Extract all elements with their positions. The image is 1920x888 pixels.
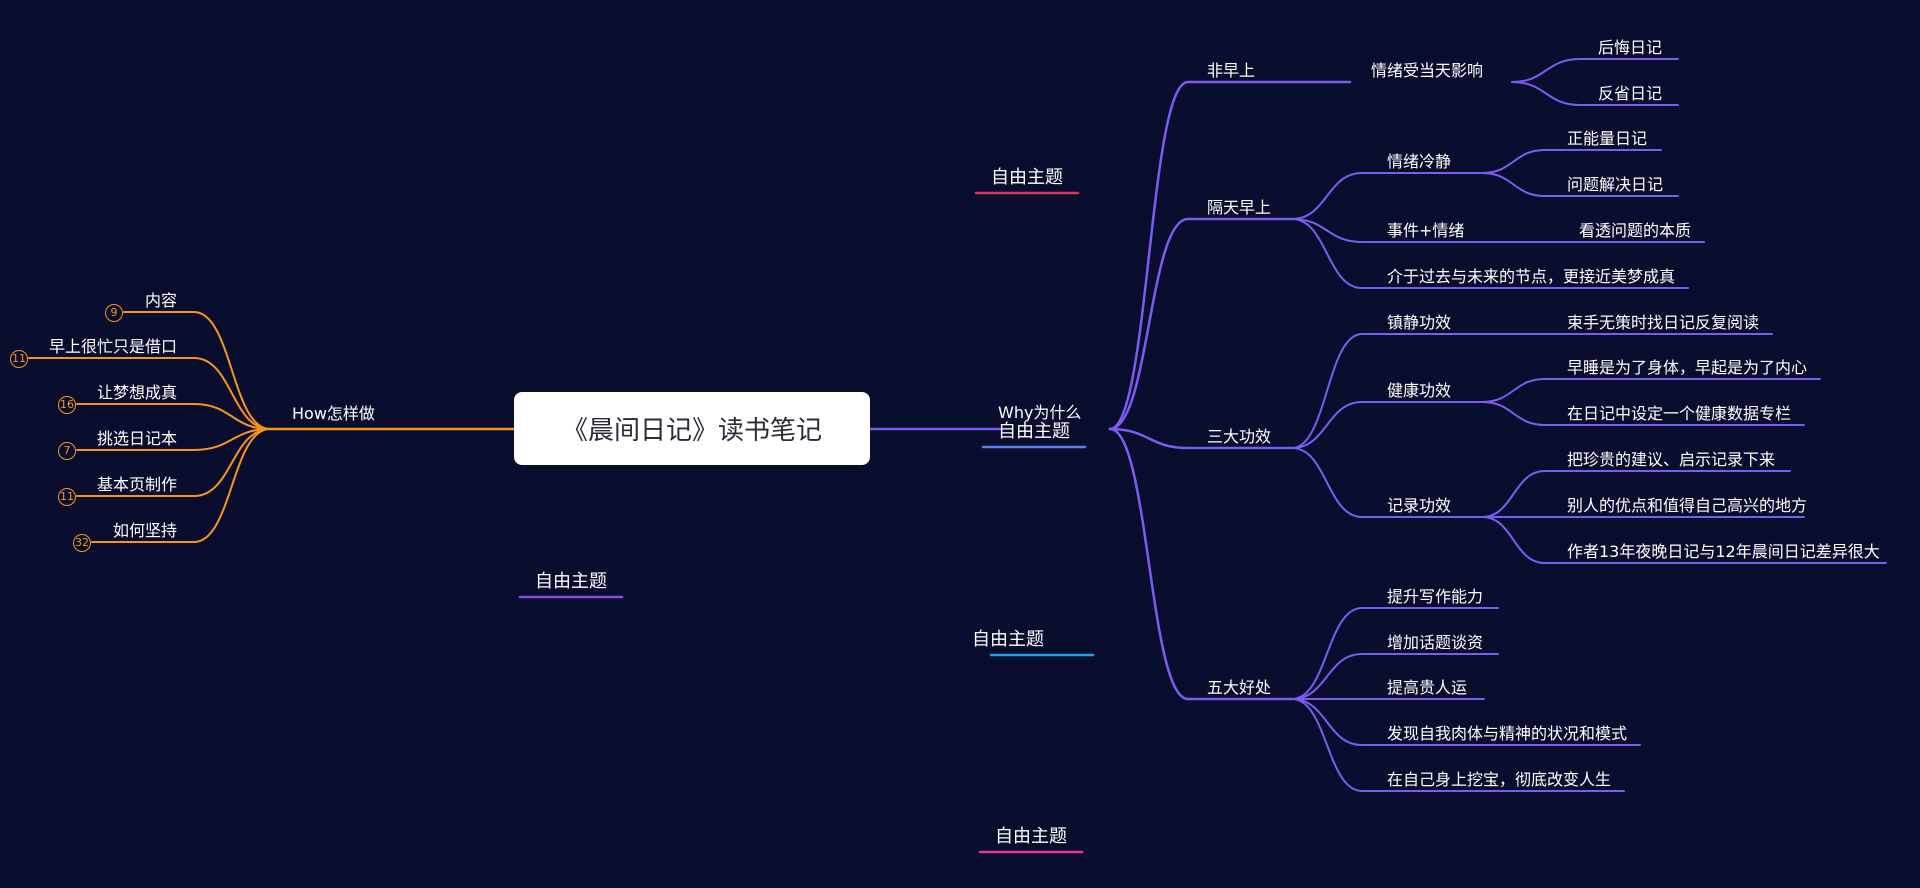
connector-line (1291, 333, 1773, 449)
connector-line (1291, 218, 1705, 243)
free-topic[interactable]: 自由主题 (535, 571, 607, 592)
topic-reflect-diary[interactable]: 反省日记 (1598, 84, 1663, 103)
topic-others-merits[interactable]: 别人的优点和值得自己高兴的地方 (1567, 496, 1808, 515)
connector-line (1108, 427, 1294, 450)
topic-author-difference[interactable]: 作者13年夜晚日记与12年晨间日记差异很大 (1567, 542, 1880, 561)
connector-line (1291, 653, 1499, 700)
topic-self-discovery[interactable]: 发现自我肉体与精神的状况和模式 (1387, 724, 1628, 743)
connector-line (76, 428, 271, 497)
topic-problem-diary[interactable]: 问题解决日记 (1567, 175, 1664, 194)
connector-line (1481, 378, 1821, 403)
topic-writing-ability[interactable]: 提升写作能力 (1387, 587, 1484, 606)
topic-reread-diary[interactable]: 束手无策时找日记反复阅读 (1567, 313, 1760, 332)
topic-how[interactable]: How怎样做 (292, 404, 375, 423)
count-badge[interactable]: 11 (58, 488, 76, 506)
topic-calming-effect[interactable]: 镇静功效 (1387, 313, 1452, 332)
topic-see-essence[interactable]: 看透问题的本质 (1579, 221, 1692, 240)
connector-line (123, 311, 271, 430)
connector-line (1481, 470, 1791, 518)
connector-line (1481, 516, 1887, 564)
connector-line (91, 428, 271, 543)
topic-positive-diary[interactable]: 正能量日记 (1567, 129, 1648, 148)
topic-not-morning[interactable]: 非早上 (1207, 61, 1256, 80)
count-badge[interactable]: 16 (58, 396, 76, 414)
count-badge[interactable]: 7 (58, 442, 76, 460)
connector-line (1481, 401, 1805, 426)
connector-line (76, 403, 271, 430)
topic-basic-page[interactable]: 基本页制作 (96, 475, 177, 494)
root-topic[interactable]: 《晨间日记》读书笔记 (514, 392, 870, 465)
connector-line (1108, 217, 1294, 431)
connector-line (1291, 607, 1499, 700)
topic-next-morning[interactable]: 隔天早上 (1207, 198, 1272, 217)
connector-line (1291, 698, 1641, 746)
topic-content[interactable]: 内容 (144, 291, 177, 310)
connector-line (28, 357, 271, 430)
connector-line (1511, 81, 1679, 106)
connector-line (1108, 80, 1352, 431)
connector-line (1511, 58, 1679, 83)
free-topic[interactable]: 自由主题 (972, 629, 1044, 650)
topic-regret-diary[interactable]: 后悔日记 (1598, 38, 1663, 57)
topic-three-effects[interactable]: 三大功效 (1207, 427, 1272, 446)
count-badge[interactable]: 9 (105, 304, 123, 322)
free-topic[interactable]: 自由主题 (991, 167, 1063, 188)
topic-emotion-affected[interactable]: 情绪受当天影响 (1371, 61, 1484, 80)
topic-lucky-mentor[interactable]: 提高贵人运 (1387, 678, 1468, 697)
connector-line (1481, 149, 1662, 174)
connector-line (1108, 427, 1294, 701)
topic-change-life[interactable]: 在自己身上挖宝，彻底改变人生 (1387, 770, 1612, 789)
connector-line (1291, 218, 1689, 289)
free-topic[interactable]: 自由主题 (998, 421, 1070, 442)
topic-sleep-early[interactable]: 早睡是为了身体，早起是为了内心 (1567, 358, 1808, 377)
topic-past-future-node[interactable]: 介于过去与未来的节点，更接近美梦成真 (1387, 267, 1676, 286)
topic-busy-excuse[interactable]: 早上很忙只是借口 (48, 337, 177, 356)
topic-event-emotion[interactable]: 事件+情绪 (1387, 221, 1465, 240)
topic-choose-diary[interactable]: 挑选日记本 (96, 429, 177, 448)
root-topic-label: 《晨间日记》读书笔记 (561, 416, 822, 446)
connector-line (76, 428, 271, 451)
connector-line (1291, 172, 1483, 220)
count-badge[interactable]: 32 (73, 534, 91, 552)
topic-record-advice[interactable]: 把珍贵的建议、启示记录下来 (1567, 450, 1776, 469)
topic-conversation-topics[interactable]: 增加话题谈资 (1387, 633, 1484, 652)
topic-how-persist[interactable]: 如何坚持 (112, 521, 177, 540)
topic-five-benefits[interactable]: 五大好处 (1207, 678, 1272, 697)
count-badge[interactable]: 11 (10, 350, 28, 368)
connector-line (1291, 401, 1483, 449)
connector-line (1291, 698, 1625, 792)
topic-record-effect[interactable]: 记录功效 (1387, 496, 1452, 515)
topic-health-effect[interactable]: 健康功效 (1387, 381, 1452, 400)
connector-line (1481, 172, 1679, 197)
connector-line (1291, 447, 1483, 518)
free-topic[interactable]: 自由主题 (995, 826, 1067, 847)
topic-dream-come-true[interactable]: 让梦想成真 (96, 383, 177, 402)
topic-why[interactable]: Why为什么 (998, 403, 1082, 422)
topic-calm-emotion[interactable]: 情绪冷静 (1387, 152, 1452, 171)
topic-health-column[interactable]: 在日记中设定一个健康数据专栏 (1567, 404, 1792, 423)
